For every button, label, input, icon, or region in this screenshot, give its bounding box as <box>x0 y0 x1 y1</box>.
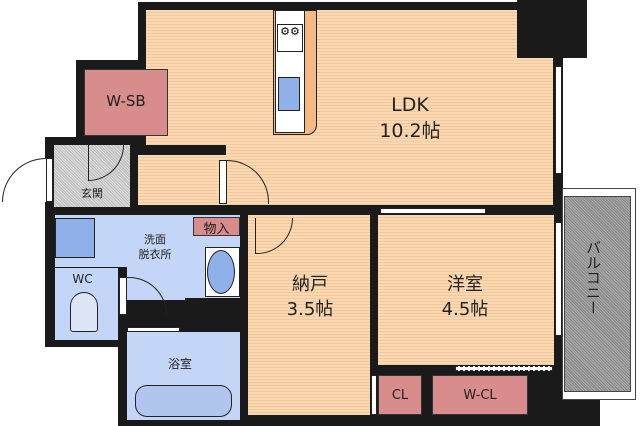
ldk-name: LDK <box>391 94 429 116</box>
monoire-closet <box>193 217 240 236</box>
wcl-label: W-CL <box>463 388 497 403</box>
wsb-room <box>84 69 168 136</box>
youshitsu-window[interactable] <box>555 222 562 336</box>
wc-label: WC <box>72 272 93 286</box>
senmen-line2: 脱衣所 <box>138 248 172 261</box>
wcl-door[interactable] <box>455 366 553 371</box>
ldk-step-wall <box>146 145 226 155</box>
entrance-door-leaf[interactable] <box>46 158 53 202</box>
wall-column <box>517 0 587 58</box>
monoire-label: 物入 <box>203 222 230 237</box>
genkan-label: 玄関 <box>81 187 103 200</box>
washing-machine-icon <box>55 218 95 258</box>
wc-door[interactable] <box>119 277 127 315</box>
hallway-floor <box>138 155 226 205</box>
senmen-line1: 洗面 <box>144 233 166 246</box>
senmen-wall <box>185 298 240 330</box>
cl-door[interactable] <box>371 375 377 415</box>
wcl-closet <box>432 375 528 415</box>
youshitsu-floor <box>378 215 554 365</box>
nando-label: 納戸 3.5帖 <box>250 272 370 322</box>
youshitsu-label: 洋室 4.5帖 <box>400 272 530 322</box>
balcony-label: バルコニー <box>584 240 602 315</box>
kitchen-top <box>275 10 305 133</box>
senmen-label: 洗面脱衣所 <box>120 232 190 262</box>
wash-basin-icon <box>207 250 235 294</box>
cl-label: CL <box>391 388 409 403</box>
ldk-floor-east <box>517 58 553 205</box>
nando-name: 納戸 <box>292 274 328 295</box>
bath-door[interactable] <box>127 327 180 332</box>
toilet-icon <box>70 292 98 332</box>
sink-icon <box>278 77 300 111</box>
entrance-door[interactable] <box>2 158 47 202</box>
ldk-door[interactable] <box>219 160 227 204</box>
ldk-window[interactable] <box>555 66 562 174</box>
youshitsu-name: 洋室 <box>447 274 483 295</box>
ldk-label: LDK 10.2帖 <box>360 92 460 144</box>
bathtub-icon <box>135 385 232 417</box>
balcony-floor <box>564 196 631 392</box>
youshitsu-size: 4.5帖 <box>441 299 489 320</box>
cl-closet <box>378 375 422 415</box>
bath-label: 浴室 <box>167 357 192 371</box>
nando-size: 3.5帖 <box>286 299 334 320</box>
ldk-size: 10.2帖 <box>379 120 441 142</box>
wsb-label: W-SB <box>106 92 146 110</box>
stove-icon: ⚙⚙ <box>277 24 303 52</box>
youshitsu-sliding-door[interactable] <box>380 208 486 214</box>
